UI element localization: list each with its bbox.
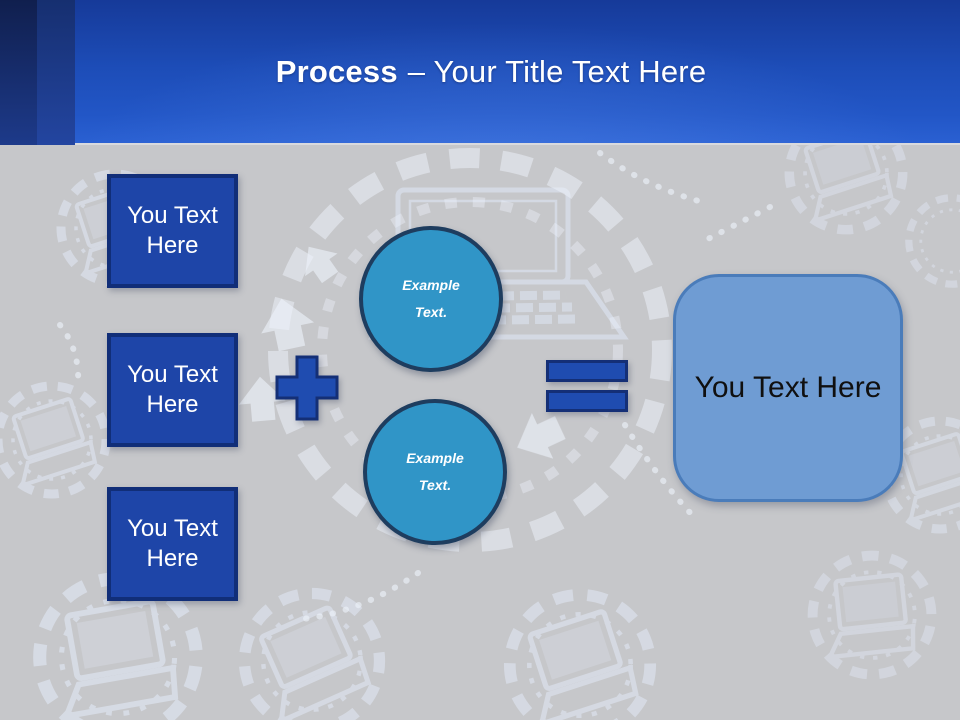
slide-header: Process – Your Title Text Here xyxy=(0,0,960,145)
input-box-2[interactable]: You Text Here xyxy=(107,333,238,447)
example-circle-1[interactable]: Example Text. xyxy=(359,226,503,372)
header-accent-stripe-medium xyxy=(37,0,75,145)
equals-bar-top xyxy=(546,360,628,382)
page-title-keyword: Process xyxy=(275,53,398,89)
page-title-subtitle: – Your Title Text Here xyxy=(407,53,707,89)
input-box-3-label: You Text Here xyxy=(127,515,218,572)
example-circle-2-label: Example Text. xyxy=(406,450,464,493)
result-box-label: You Text Here xyxy=(694,371,882,404)
example-circle-2[interactable]: Example Text. xyxy=(363,399,507,545)
example-circle-1-label: Example Text. xyxy=(402,277,460,320)
input-box-2-label: You Text Here xyxy=(127,361,218,418)
equals-icon[interactable] xyxy=(546,360,628,420)
page-title[interactable]: Process – Your Title Text Here xyxy=(22,0,960,143)
result-box[interactable]: You Text Here xyxy=(673,274,903,502)
header-accent-stripe-dark xyxy=(0,0,37,145)
input-box-1-label: You Text Here xyxy=(127,202,218,259)
input-box-1[interactable]: You Text Here xyxy=(107,174,238,288)
equals-bar-bottom xyxy=(546,390,628,412)
plus-icon[interactable] xyxy=(275,355,339,426)
input-box-3[interactable]: You Text Here xyxy=(107,487,238,601)
